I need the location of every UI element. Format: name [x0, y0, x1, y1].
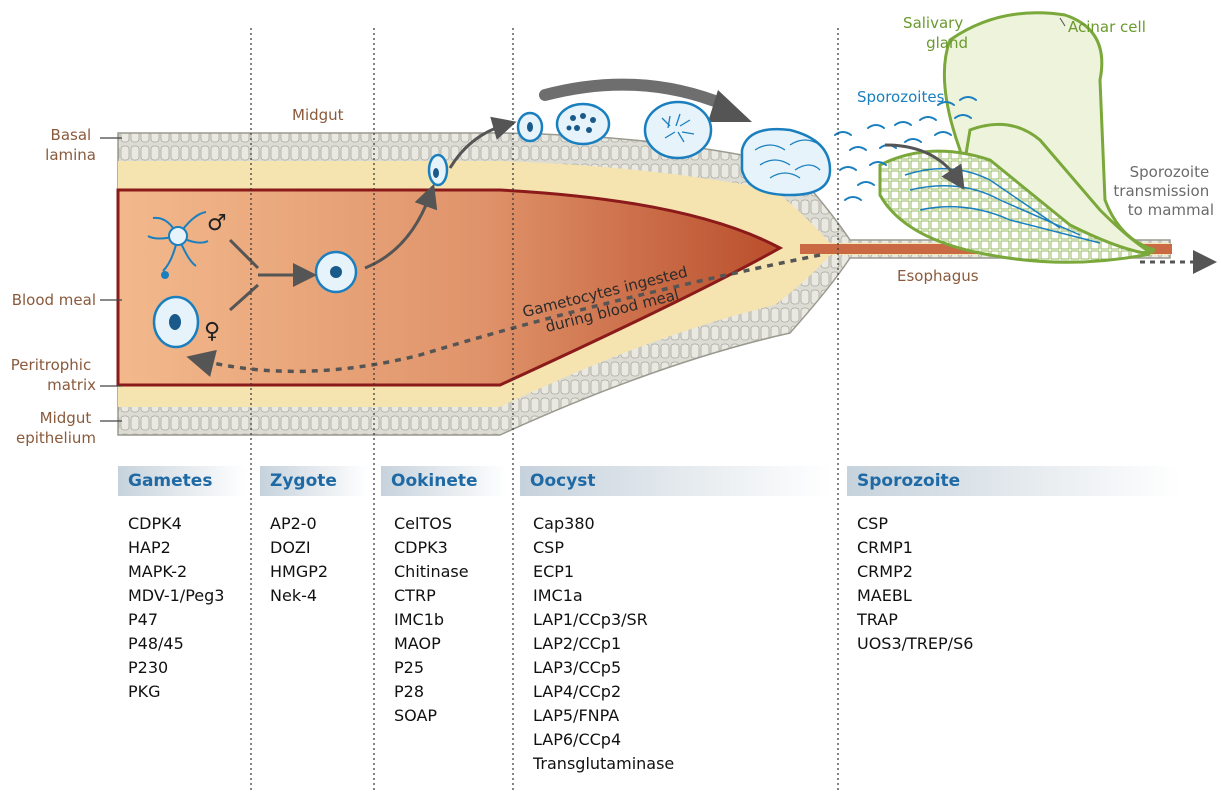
gene-item: P25 [394, 656, 469, 680]
gene-item: DOZI [270, 536, 328, 560]
stage-header-ookinete: Ookinete [381, 466, 507, 496]
gene-item: CRMP2 [857, 560, 973, 584]
gene-item: PKG [128, 680, 224, 704]
acinar-cell-label: Acinar cell [1068, 18, 1146, 36]
gene-item: CRMP1 [857, 536, 973, 560]
gene-item: Transglutaminase [533, 752, 674, 776]
gene-item: SOAP [394, 704, 469, 728]
gene-item: CDPK4 [128, 512, 224, 536]
gene-item: AP2-0 [270, 512, 328, 536]
gene-list-zygote: AP2-0 DOZI HMGP2 Nek-4 [270, 512, 328, 608]
gene-item: IMC1b [394, 608, 469, 632]
gene-item: LAP3/CCp5 [533, 656, 674, 680]
esophagus-label: Esophagus [897, 267, 979, 285]
gene-item: CSP [857, 512, 973, 536]
gene-item: MAPK-2 [128, 560, 224, 584]
gene-item: P48/45 [128, 632, 224, 656]
gene-item: LAP1/CCp3/SR [533, 608, 674, 632]
gene-item: P47 [128, 608, 224, 632]
gene-item: LAP2/CCp1 [533, 632, 674, 656]
gene-item: ECP1 [533, 560, 674, 584]
gene-item: P28 [394, 680, 469, 704]
stage-header-oocyst: Oocyst [520, 466, 832, 496]
peritrophic-matrix-label: Peritrophic matrix [11, 356, 96, 394]
basal-lamina-label: Basal lamina [45, 126, 96, 164]
stage-header-gametes: Gametes [118, 466, 246, 496]
gene-list-gametes: CDPK4 HAP2 MAPK-2 MDV-1/Peg3 P47 P48/45 … [128, 512, 224, 704]
gene-item: CSP [533, 536, 674, 560]
sporozoites-label: Sporozoites [857, 88, 945, 106]
stage-header-sporozoite: Sporozoite [847, 466, 1181, 496]
gene-item: IMC1a [533, 584, 674, 608]
gene-item: CTRP [394, 584, 469, 608]
transmission-label: Sporozoite transmission to mammal [1113, 163, 1214, 219]
gene-item: MDV-1/Peg3 [128, 584, 224, 608]
gene-list-sporozoite: CSP CRMP1 CRMP2 MAEBL TRAP UOS3/TREP/S6 [857, 512, 973, 656]
gene-item: Cap380 [533, 512, 674, 536]
gene-item: MAEBL [857, 584, 973, 608]
gene-item: Nek-4 [270, 584, 328, 608]
gene-list-ookinete: CelTOS CDPK3 Chitinase CTRP IMC1b MAOP P… [394, 512, 469, 728]
stage-header-zygote: Zygote [260, 466, 368, 496]
ookinete [429, 155, 447, 185]
gene-item: UOS3/TREP/S6 [857, 632, 973, 656]
midgut-epithelium-label: Midgut epithelium [16, 409, 96, 447]
midgut-label: Midgut [292, 106, 344, 124]
gene-item: MAOP [394, 632, 469, 656]
gene-item: P230 [128, 656, 224, 680]
female-symbol: ♀ [204, 319, 220, 344]
progression-arrow [545, 85, 725, 105]
male-symbol: ♂ [207, 211, 227, 236]
gene-item: LAP6/CCp4 [533, 728, 674, 752]
salivary-gland [880, 13, 1155, 262]
gene-item: CelTOS [394, 512, 469, 536]
gene-item: LAP4/CCp2 [533, 680, 674, 704]
gene-item: Chitinase [394, 560, 469, 584]
blood-meal-label: Blood meal [12, 291, 96, 309]
gene-item: LAP5/FNPA [533, 704, 674, 728]
gene-item: HAP2 [128, 536, 224, 560]
gene-list-oocyst: Cap380 CSP ECP1 IMC1a LAP1/CCp3/SR LAP2/… [533, 512, 674, 776]
gene-item: TRAP [857, 608, 973, 632]
gene-item: CDPK3 [394, 536, 469, 560]
gene-item: HMGP2 [270, 560, 328, 584]
